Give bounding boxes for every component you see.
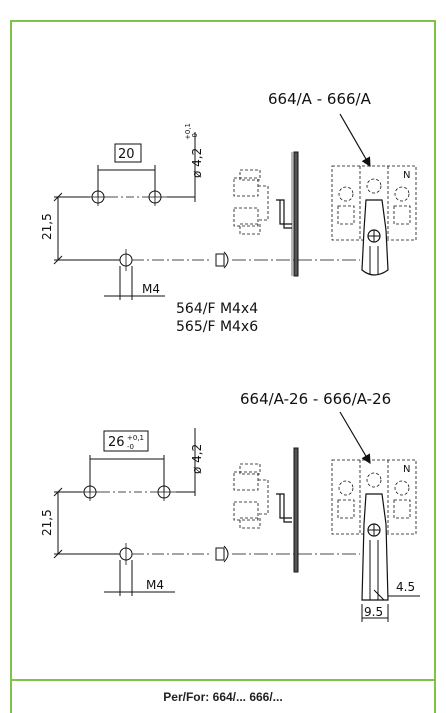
- bottom-title: 664/A-26 - 666/A-26: [240, 390, 391, 408]
- top-part-line2: 565/F M4x6: [176, 319, 258, 335]
- top-tol-plus: +0,1: [184, 123, 192, 140]
- bottom-view: 664/A-26 - 666/A-26 26 +0,1 -0 ø 4,2: [40, 390, 420, 622]
- top-title: 664/A - 666/A: [268, 90, 372, 108]
- footer: Per/For: 664/... 666/...: [10, 679, 436, 713]
- bottom-dim-pitch: 26: [108, 435, 125, 450]
- top-dim-screw: M4: [142, 282, 160, 296]
- bottom-tol-plus: +0,1: [127, 434, 144, 442]
- bottom-dim-hole: ø 4,2: [190, 444, 204, 474]
- top-part-line1: 564/F M4x4: [176, 301, 258, 317]
- bottom-tol-minus: -0: [127, 443, 134, 451]
- page-border: [10, 20, 436, 713]
- top-tol-minus: -0: [191, 133, 199, 140]
- bottom-terminal-n: N: [403, 464, 410, 475]
- top-view: 664/A - 666/A 20 ø 4,2 +0,1 -0: [40, 90, 417, 335]
- top-dim-pitch: 20: [118, 147, 135, 162]
- footer-text: Per/For: 664/... 666/...: [163, 690, 283, 704]
- bottom-dim-95: 9.5: [364, 605, 383, 619]
- top-terminal-n: N: [403, 170, 410, 181]
- bottom-dim-screw: M4: [146, 578, 164, 592]
- bottom-dim-height: 21,5: [40, 509, 54, 536]
- bottom-dim-45: 4.5: [396, 580, 415, 594]
- top-dim-hole: ø 4,2: [190, 148, 204, 178]
- top-dim-height: 21,5: [40, 213, 54, 240]
